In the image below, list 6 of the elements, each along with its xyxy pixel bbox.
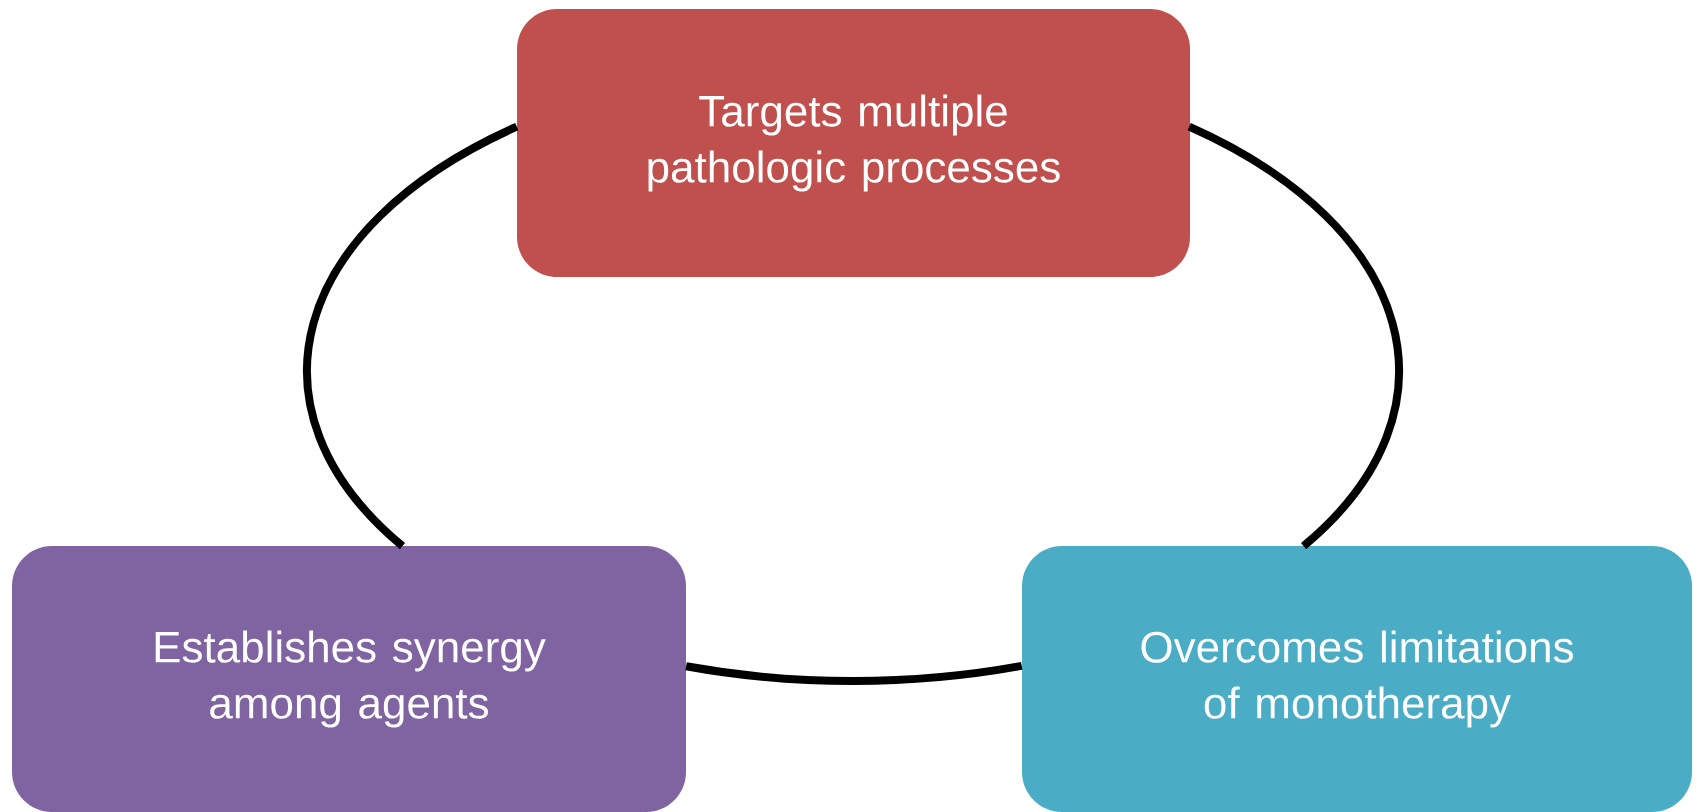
process-box: Targets multiple pathologic processes (517, 9, 1190, 277)
process-box: Overcomes limitations of monotherapy (1022, 546, 1692, 812)
process-box: Establishes synergy among agents (12, 546, 686, 812)
connector-arc (303, 123, 519, 549)
connector-arc (685, 661, 1023, 685)
connector-arc (1187, 123, 1403, 549)
